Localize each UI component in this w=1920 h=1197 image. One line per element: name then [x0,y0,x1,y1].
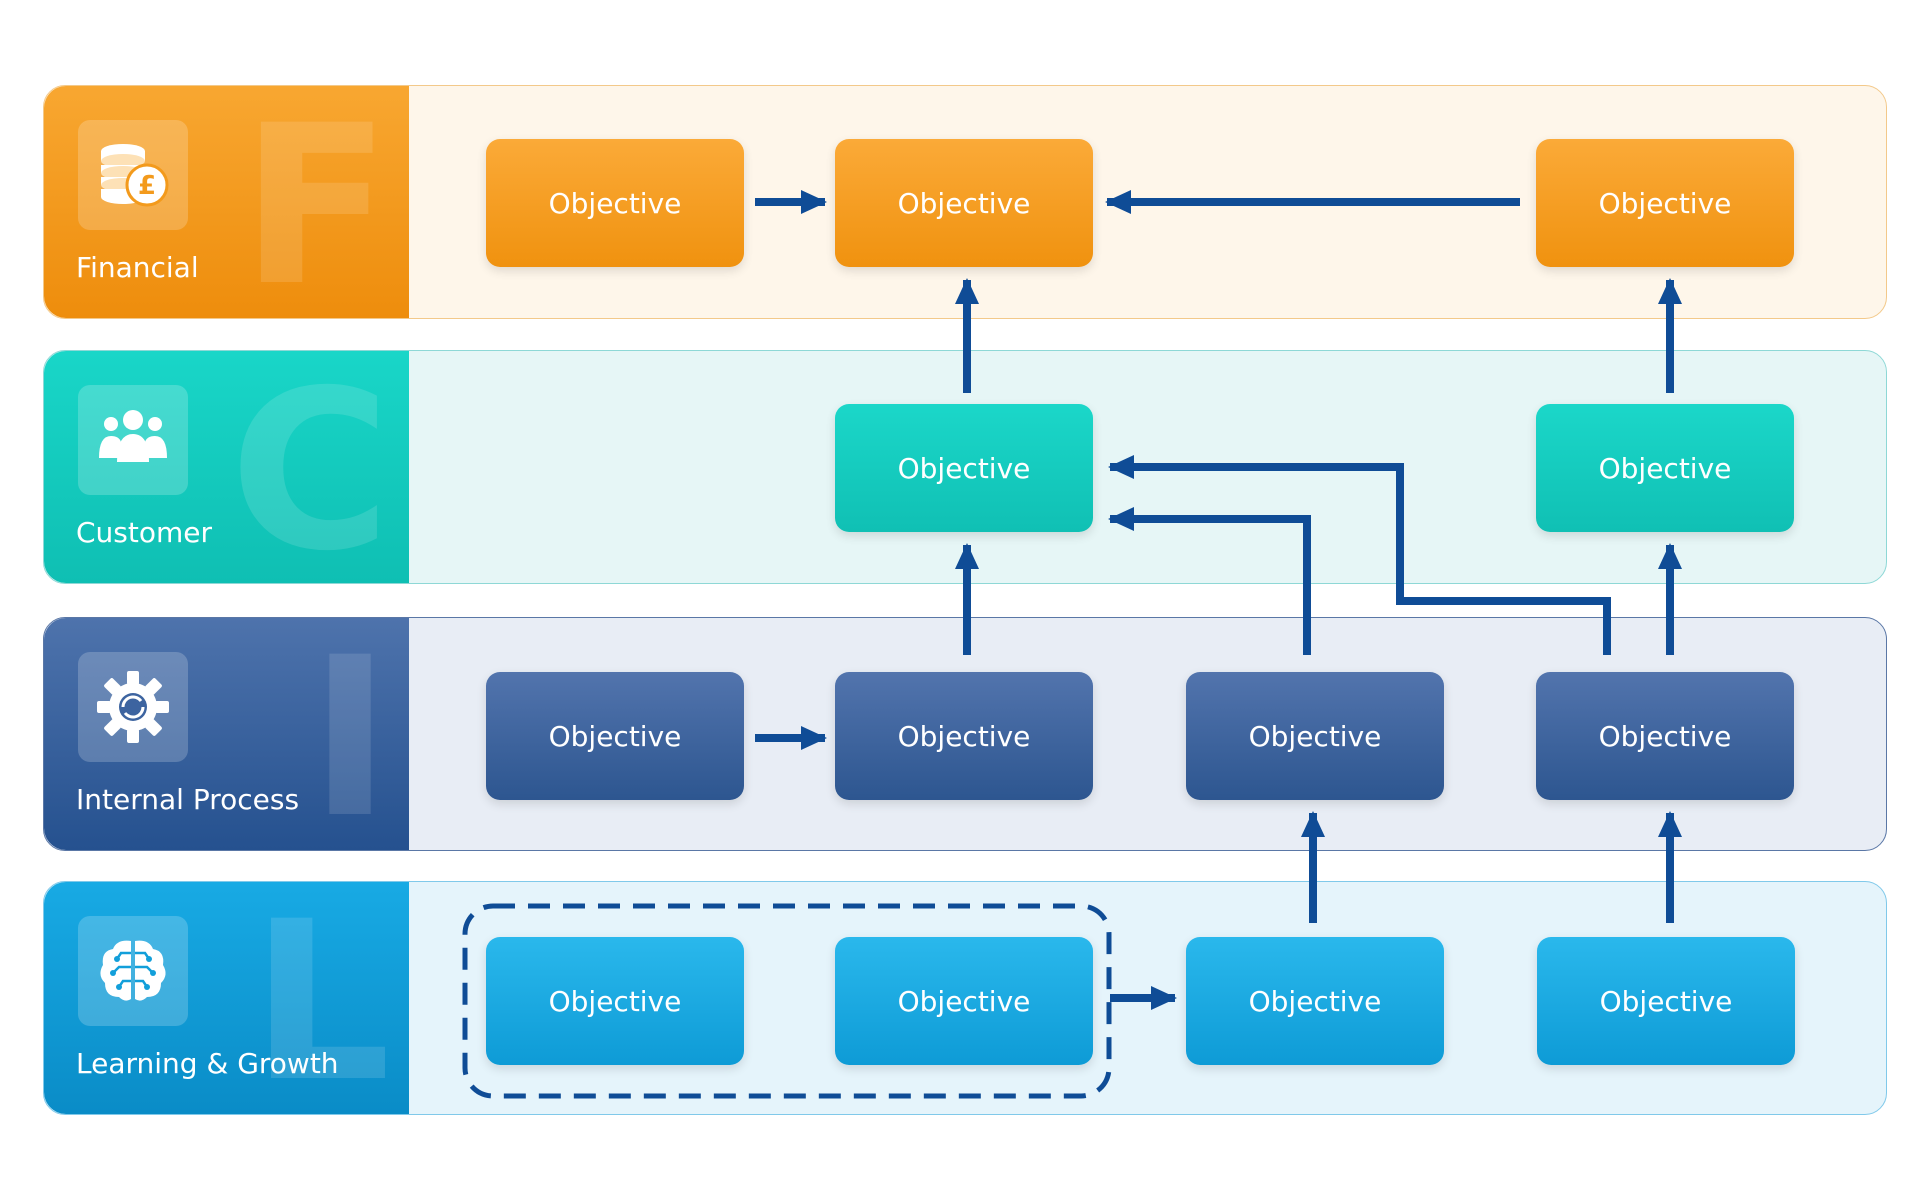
objective-financial-2[interactable]: Objective [835,139,1093,267]
svg-text:£: £ [138,171,156,201]
objective-financial-3[interactable]: Objective [1536,139,1794,267]
objective-learning-4[interactable]: Objective [1537,937,1795,1065]
objective-internal-3[interactable]: Objective [1186,672,1444,800]
lane-header-customer: C Customer [44,351,409,583]
lane-label: Internal Process [76,783,300,816]
objective-internal-2[interactable]: Objective [835,672,1093,800]
objective-learning-1[interactable]: Objective [486,937,744,1065]
watermark-letter: I [309,618,391,850]
lane-label: Learning & Growth [76,1047,339,1080]
objective-learning-2[interactable]: Objective [835,937,1093,1065]
icon-tile: £ [78,120,188,230]
coins-pound-icon: £ [101,144,169,207]
lane-header-learning-growth: L [44,882,409,1114]
watermark-letter: L [250,882,391,1114]
objective-customer-2[interactable]: Objective [1536,404,1794,532]
objective-internal-4[interactable]: Objective [1536,672,1794,800]
lane-label: Financial [76,251,199,284]
objective-learning-3[interactable]: Objective [1186,937,1444,1065]
lane-header-internal-process: I [44,618,409,850]
objective-internal-1[interactable]: Objective [486,672,744,800]
lane-header-financial: F £ Financial [44,86,409,318]
icon-tile [78,385,188,495]
watermark-letter: F [240,86,391,318]
icon-tile [78,652,188,762]
gear-icon [97,671,169,743]
lane-label: Customer [76,516,213,549]
people-icon [99,410,167,462]
brain-icon [100,940,166,1001]
icon-tile [78,916,188,1026]
watermark-letter: C [229,351,391,583]
objective-financial-1[interactable]: Objective [486,139,744,267]
objective-customer-1[interactable]: Objective [835,404,1093,532]
